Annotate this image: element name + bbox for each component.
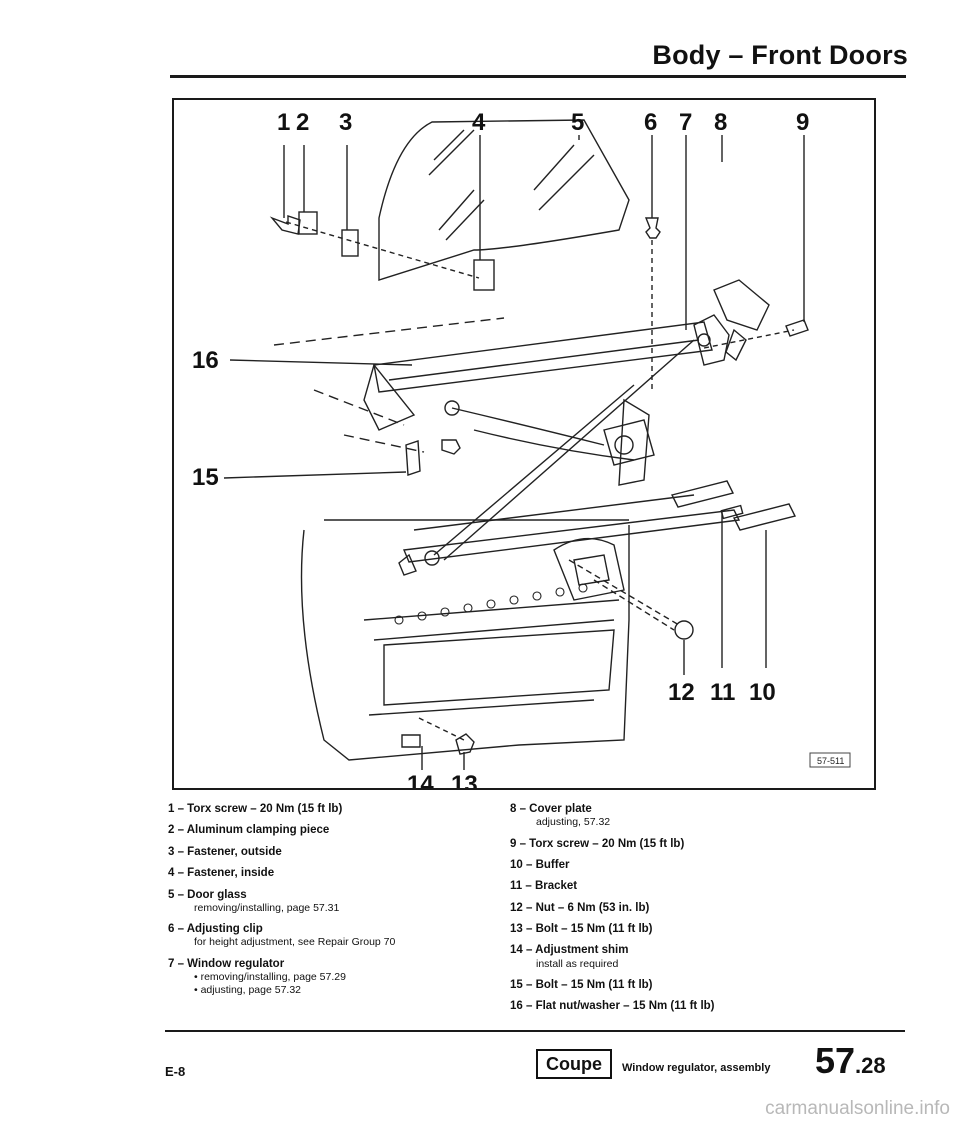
callout-14: 14 [407,771,434,788]
callout-16: 16 [192,347,219,374]
callout-4: 4 [472,109,486,136]
figure-ref-box [809,752,851,768]
callout-2: 2 [296,109,309,136]
part-item-1: 1 – Torx screw – 20 Nm (15 ft lb) [168,803,343,815]
callout-11: 11 [710,679,735,706]
callout-9: 9 [796,109,809,136]
callout-12: 12 [668,679,695,706]
part-item-10: 10 – Buffer [510,858,570,871]
footer-rule [165,1030,905,1032]
part-item-4: 4 – Fastener, inside [168,867,275,880]
callout-15: 15 [192,464,219,491]
callout-3: 3 [339,109,352,136]
callout-8: 8 [714,109,727,136]
part-item-12: 12 – Nut – 6 Nm (53 in. lb) [510,901,650,914]
part-item-16: 16 – Flat nut/washer – 15 Nm (11 ft lb) [510,1000,715,1013]
exploded-view-drawing: 1 2 3 4 5 6 7 8 9 10 11 12 13 14 15 16 5… [192,109,851,788]
header-rule [170,75,906,78]
callout-1: 1 [277,109,290,136]
callout-10: 10 [749,679,776,706]
part-item-13: 13 – Bolt – 15 Nm (11 ft lb) [510,923,653,935]
parts-list-left: 1 – Torx screw – 20 Nm (15 ft lb) 2 – Al… [168,802,498,1004]
watermark: carmanualsonline.info [765,1098,950,1119]
callout-5: 5 [571,109,584,136]
footer-page-code: E-8 [165,1064,186,1079]
part-item-9: 9 – Torx screw – 20 Nm (15 ft lb) [510,837,685,850]
page-number-major: 57 [815,1040,856,1081]
part-item-3: 3 – Fastener, outside [168,845,282,858]
page-number-minor: .28 [855,1053,886,1078]
page-number: 57.28 [815,1040,886,1082]
footer-description: Window regulator, assembly [622,1062,771,1074]
part-item-15: 15 – Bolt – 15 Nm (11 ft lb) [510,978,653,991]
callout-6: 6 [644,109,657,136]
part-item-7: 7 – Window regulator• removing/installin… [168,957,346,997]
callout-13: 13 [451,771,478,788]
model-badge: Coupe [536,1049,612,1079]
callout-7: 7 [679,109,692,136]
part-item-2: 2 – Aluminum clamping piece [168,824,330,837]
door-assembly-diagram: 1 2 3 4 5 6 7 8 9 10 11 12 13 14 15 16 5… [172,98,876,790]
door-glass-outline [378,119,630,281]
figure-reference: 57-511 [817,756,844,766]
page-title: Body – Front Doors [652,40,908,70]
part-item-11: 11 – Bracket [510,880,578,893]
